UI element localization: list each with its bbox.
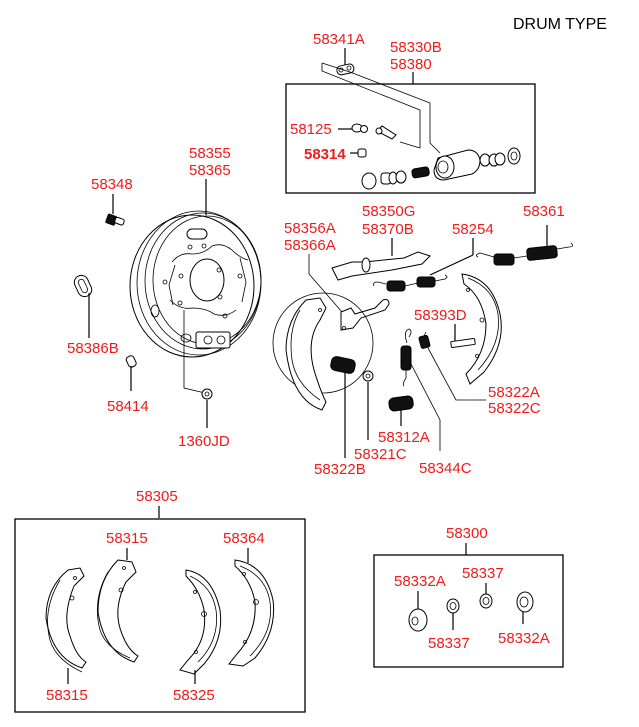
bleeder-cap-part[interactable] [336, 63, 355, 76]
leader-line [308, 254, 343, 313]
part-label-58337-top[interactable]: 58337 [462, 565, 504, 582]
part-label-58366A[interactable]: 58366A [284, 237, 336, 254]
wheel-cylinder-group: 58341A 58330B 58380 58125 58314 [285, 31, 536, 194]
detail-circle [272, 292, 374, 394]
leader-line [429, 254, 474, 276]
guide-line [321, 62, 441, 154]
brake-shoe-1-part[interactable] [45, 567, 87, 673]
part-label-58312A[interactable]: 58312A [378, 429, 430, 446]
washer-part[interactable] [201, 388, 213, 400]
cylinder-body-part[interactable] [433, 149, 481, 181]
part-label-58315-bottom[interactable]: 58315 [46, 687, 88, 704]
part-label-58380[interactable]: 58380 [390, 56, 432, 73]
part-label-58344C[interactable]: 58344C [419, 460, 472, 477]
part-label-58305[interactable]: 58305 [136, 488, 178, 505]
part-label-58314[interactable]: 58314 [304, 146, 346, 163]
adjuster-pin-part[interactable] [450, 337, 476, 349]
shoe-hardware-group: 58356A 58366A 58350G 58370B 58254 58361 [272, 203, 573, 478]
cylinder-spring-part[interactable] [411, 166, 430, 179]
brake-shoe-kit-group: 58305 58315 58364 58315 [14, 488, 306, 713]
brake-shoe-leading-part[interactable] [285, 297, 327, 411]
part-label-58332A-right[interactable]: 58332A [498, 630, 550, 647]
part-label-1360JD[interactable]: 1360JD [178, 433, 230, 450]
part-label-58355[interactable]: 58355 [189, 145, 231, 162]
brake-shoe-trailing-part[interactable] [461, 273, 502, 385]
part-label-58322C[interactable]: 58322C [488, 400, 541, 417]
cylinder-repair-kit-group: 58300 58332A 58337 58337 58332A [373, 525, 564, 668]
adjuster-strut-part[interactable] [331, 251, 431, 281]
part-label-58315-top[interactable]: 58315 [106, 530, 148, 547]
lower-return-spring-part[interactable] [400, 328, 412, 387]
piston-left-part[interactable] [380, 171, 398, 185]
cylinder-repair-kit-box [373, 554, 564, 668]
boot-kit-left-part[interactable] [408, 608, 428, 632]
part-label-58356A[interactable]: 58356A [284, 220, 336, 237]
leader-line [183, 310, 206, 394]
cup-kit-bottom-part[interactable] [446, 598, 460, 614]
brake-shoe-2-part[interactable] [96, 559, 139, 663]
diagram-title: DRUM TYPE [513, 16, 607, 33]
plug-part[interactable] [125, 355, 137, 368]
backing-plate-group: 58355 58365 58348 [67, 145, 262, 450]
grommet-part[interactable] [72, 273, 94, 299]
part-label-58370B[interactable]: 58370B [362, 221, 414, 238]
bleeder-valve-part[interactable] [375, 125, 397, 140]
wheel-cylinder-box [285, 83, 536, 194]
part-label-58125[interactable]: 58125 [290, 121, 332, 138]
hold-down-cup-part[interactable] [362, 370, 374, 382]
part-label-58341A[interactable]: 58341A [313, 31, 365, 48]
part-label-58330B[interactable]: 58330B [390, 39, 442, 56]
part-label-58322A[interactable]: 58322A [488, 384, 540, 401]
part-label-58386B[interactable]: 58386B [67, 340, 119, 357]
part-label-58254[interactable]: 58254 [452, 221, 494, 238]
boot-kit-right-part[interactable] [516, 591, 534, 613]
guide-line [321, 63, 421, 148]
part-label-58393D[interactable]: 58393D [414, 307, 467, 324]
part-label-58322B[interactable]: 58322B [314, 461, 366, 478]
part-label-58414[interactable]: 58414 [107, 398, 149, 415]
piston-part[interactable] [488, 152, 506, 167]
part-label-58350G[interactable]: 58350G [362, 203, 415, 220]
bleeder-screw-part[interactable] [351, 123, 368, 133]
part-label-58321C[interactable]: 58321C [354, 446, 407, 463]
adjuster-spring-part[interactable] [373, 274, 448, 292]
cup-kit-top-part[interactable] [479, 593, 493, 609]
dust-cap-part[interactable] [357, 148, 367, 158]
leader-line [427, 347, 486, 401]
brake-shoe-4-part[interactable] [228, 559, 275, 667]
part-label-58361[interactable]: 58361 [523, 203, 565, 220]
part-label-58348[interactable]: 58348 [91, 176, 133, 193]
bolt-part[interactable] [105, 213, 125, 226]
backing-plate-part[interactable] [129, 210, 262, 358]
brake-shoe-3-part[interactable] [179, 569, 222, 675]
shoe-spring-part[interactable] [388, 395, 414, 412]
adjuster-spring-small-part[interactable] [418, 331, 431, 349]
hold-down-spring-part[interactable] [330, 356, 356, 375]
adjuster-lever-part[interactable] [340, 299, 390, 331]
part-label-58364[interactable]: 58364 [223, 530, 265, 547]
leader-line [409, 361, 441, 451]
brake-shoe-kit-box [14, 518, 306, 713]
part-label-58300[interactable]: 58300 [446, 525, 488, 542]
boot-part[interactable] [507, 147, 521, 165]
boot-left-part[interactable] [361, 172, 377, 190]
guide-line [399, 141, 421, 149]
part-label-58325[interactable]: 58325 [173, 687, 215, 704]
return-spring-part[interactable] [476, 242, 573, 266]
part-label-58337-bottom[interactable]: 58337 [428, 635, 470, 652]
cup-left-part[interactable] [395, 170, 407, 184]
part-label-58332A-left[interactable]: 58332A [394, 573, 446, 590]
part-label-58365[interactable]: 58365 [189, 162, 231, 179]
